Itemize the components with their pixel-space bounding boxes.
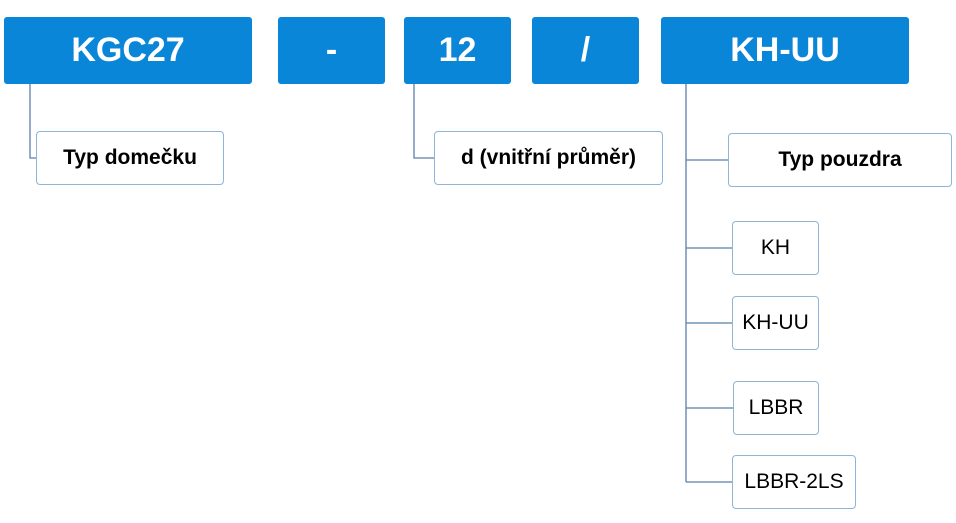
option-lbbr-2ls-text: LBBR-2LS — [744, 470, 844, 493]
label-inner-diameter-text: d (vnitřní průměr) — [460, 146, 636, 169]
code-type-box: KGC27 — [4, 17, 252, 84]
code-slash-box: / — [532, 17, 639, 84]
option-kh-uu: KH-UU — [732, 296, 819, 350]
code-diameter-box: 12 — [404, 17, 511, 84]
option-lbbr-text: LBBR — [748, 396, 804, 419]
label-type-bushing-text: Typ pouzdra — [778, 148, 902, 171]
label-inner-diameter: d (vnitřní průměr) — [434, 131, 663, 185]
connector-type-housing — [29, 84, 36, 159]
code-bushing-text: KH-UU — [730, 31, 840, 69]
code-dash-box: - — [278, 17, 385, 84]
connector-inner-diameter — [413, 84, 434, 159]
option-kh: KH — [732, 221, 819, 275]
option-lbbr-2ls: LBBR-2LS — [732, 455, 856, 509]
code-bushing-box: KH-UU — [661, 17, 909, 84]
label-type-bushing: Typ pouzdra — [728, 133, 952, 187]
code-dash-text: - — [325, 31, 338, 69]
code-type-text: KGC27 — [71, 31, 185, 69]
code-slash-text: / — [580, 31, 591, 69]
code-diameter-text: 12 — [438, 31, 477, 69]
label-type-housing-text: Typ domečku — [63, 146, 197, 169]
option-kh-uu-text: KH-UU — [742, 311, 809, 334]
label-type-housing: Typ domečku — [36, 131, 224, 185]
option-kh-text: KH — [760, 236, 791, 259]
option-lbbr: LBBR — [733, 381, 819, 435]
